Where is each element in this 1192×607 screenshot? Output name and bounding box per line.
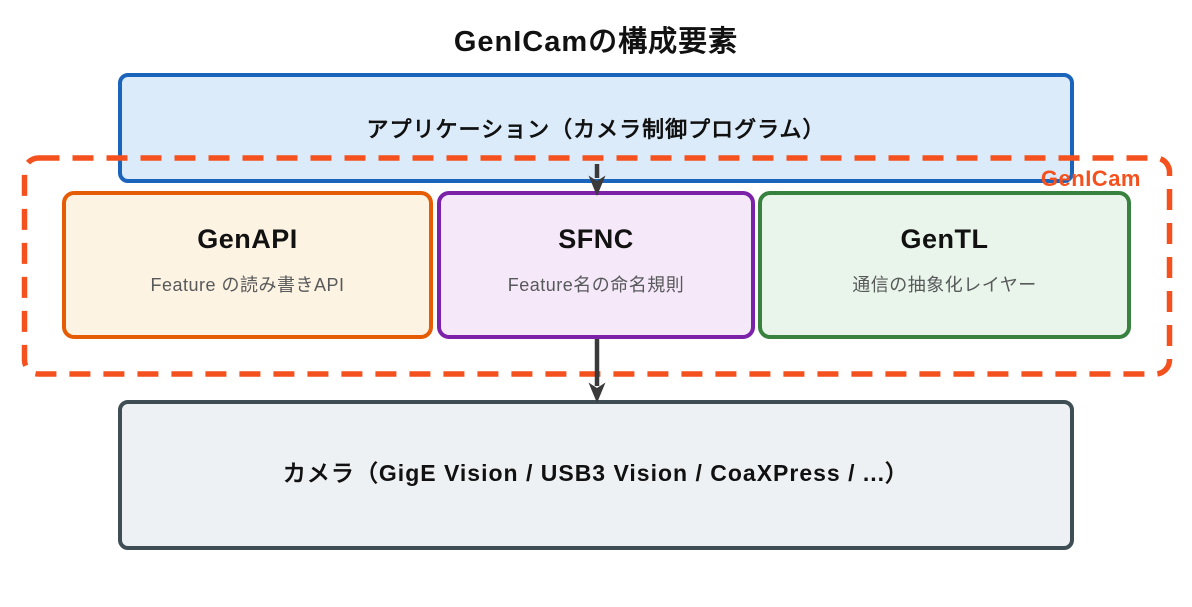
genapi-subtitle: Feature の読み書きAPI — [150, 274, 345, 295]
gentl-title: GenTL — [900, 223, 989, 254]
sfnc-title: SFNC — [558, 223, 634, 254]
sfnc-subtitle: Feature名の命名規則 — [507, 274, 685, 295]
genapi-box: GenAPI Feature の読み書きAPI — [62, 191, 433, 339]
diagram-title: GenICamの構成要素 — [453, 26, 739, 58]
sfnc-box: SFNC Feature名の命名規則 — [437, 191, 755, 339]
camera-box: カメラ（GigE Vision / USB3 Vision / CoaXPres… — [118, 400, 1074, 550]
gentl-box: GenTL 通信の抽象化レイヤー — [758, 191, 1131, 339]
camera-label: カメラ（GigE Vision / USB3 Vision / CoaXPres… — [282, 460, 910, 486]
genapi-title: GenAPI — [197, 223, 298, 254]
arrow-sfnc-to-camera — [588, 339, 606, 403]
application-label: アプリケーション（カメラ制御プログラム） — [366, 117, 826, 142]
gentl-subtitle: 通信の抽象化レイヤー — [852, 274, 1037, 295]
genicam-group-label: GenICam — [1040, 166, 1141, 191]
application-box: アプリケーション（カメラ制御プログラム） — [118, 73, 1074, 183]
